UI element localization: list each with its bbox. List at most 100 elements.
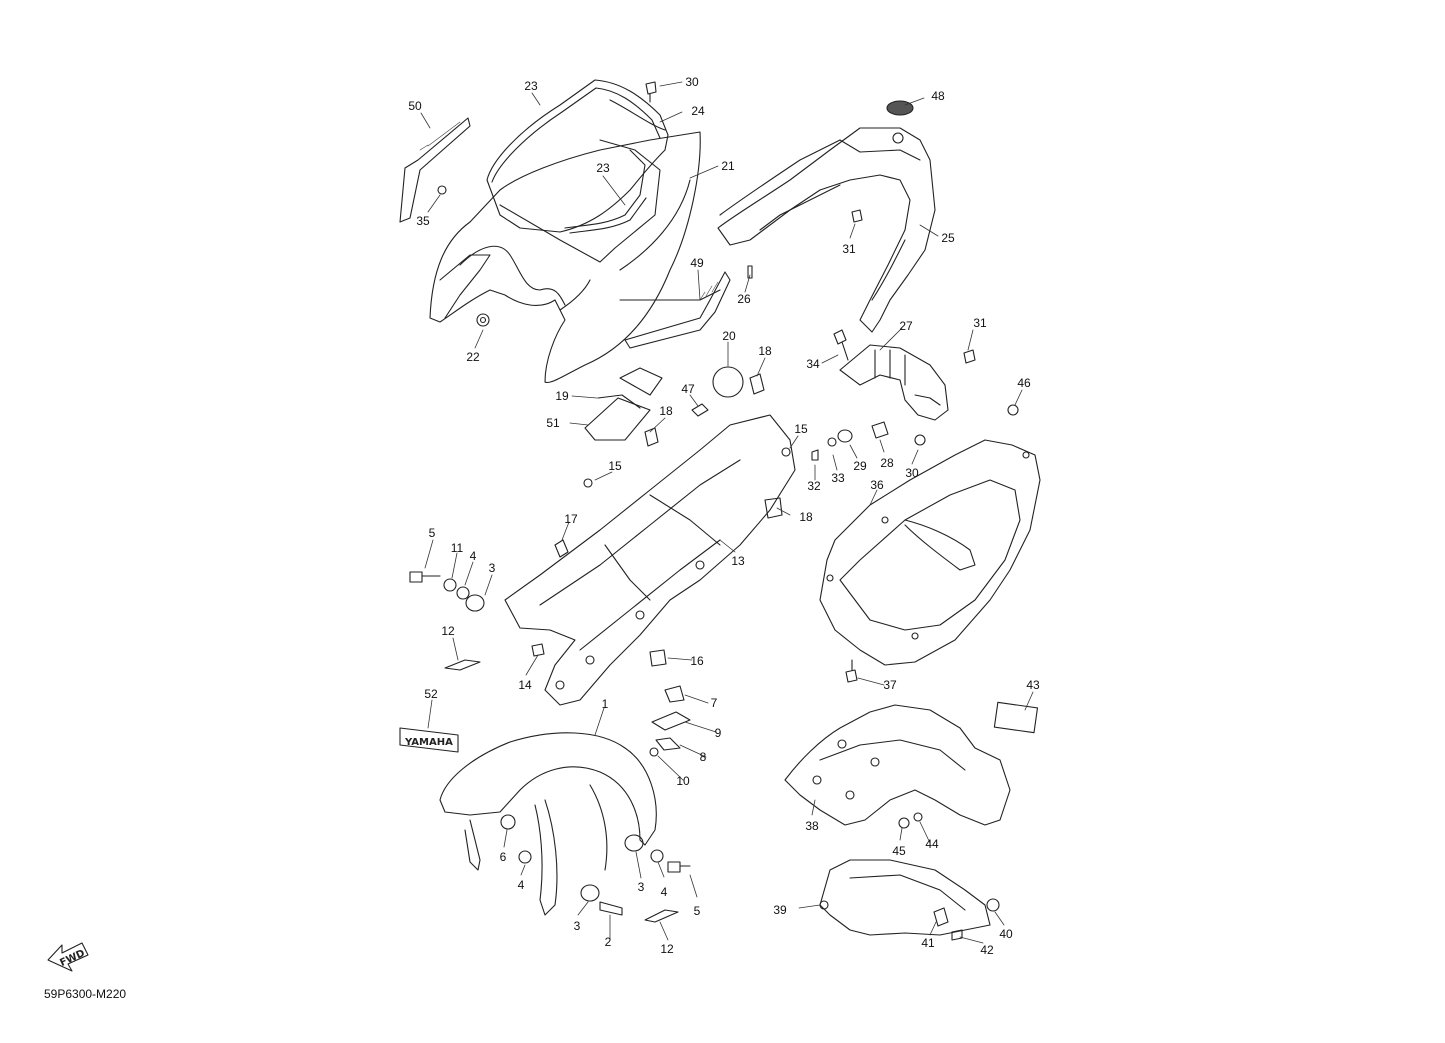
callout-50: 50 [408, 99, 422, 113]
bolt-35 [437, 185, 447, 195]
decal-49 [624, 271, 731, 349]
washer-11 [443, 578, 457, 592]
nut-16 [649, 649, 667, 667]
clip-18-right [764, 497, 783, 519]
clip-18-upper [749, 373, 765, 395]
callout-52: 52 [424, 687, 438, 701]
collar-4-right [650, 849, 664, 863]
callout-22: 22 [466, 350, 480, 364]
callout-39: 39 [773, 903, 787, 917]
leader-lines [420, 81, 1034, 944]
decal-12-top [444, 659, 481, 671]
callout-10: 10 [676, 774, 690, 788]
callout-23: 23 [524, 79, 538, 93]
callout-8: 8 [699, 750, 707, 764]
callout-45: 45 [892, 844, 906, 858]
callout-15: 15 [794, 422, 808, 436]
decal-12-bottom [644, 909, 679, 923]
callout-5: 5 [693, 904, 701, 918]
callout-6: 6 [499, 850, 507, 864]
callout-35: 35 [416, 214, 430, 228]
bolt-30-mid [914, 434, 926, 446]
callout-29: 29 [853, 459, 867, 473]
callout-20: 20 [722, 329, 736, 343]
bolt-15-right [781, 447, 791, 457]
mud-flap-39 [819, 859, 991, 936]
clip-7 [664, 685, 685, 703]
callout-12: 12 [441, 624, 455, 638]
callout-5: 5 [428, 526, 436, 540]
nut-31-top [851, 209, 863, 223]
side-cover-21 [429, 131, 721, 384]
callout-31: 31 [842, 242, 856, 256]
callout-18: 18 [758, 344, 772, 358]
callout-48: 48 [931, 89, 945, 103]
callout-49: 49 [690, 256, 704, 270]
callout-17: 17 [564, 512, 578, 526]
callout-4: 4 [469, 549, 477, 563]
rear-fender-cover-36 [819, 439, 1041, 666]
callout-24: 24 [691, 104, 705, 118]
bolt-30-top [645, 81, 657, 103]
nut-31-right [963, 349, 976, 364]
bolt-37 [845, 659, 858, 683]
washer-22-hole [479, 316, 487, 324]
clip-47 [691, 403, 709, 417]
callout-2: 2 [604, 935, 612, 949]
grommet-3-right [624, 834, 644, 852]
damper-29 [837, 429, 853, 443]
callout-13: 13 [731, 554, 745, 568]
clip-28 [871, 421, 889, 439]
callout-3: 3 [488, 561, 496, 575]
screw-26 [747, 265, 753, 279]
wire-band-24 [459, 99, 666, 306]
clip-17 [554, 539, 569, 558]
bolt-14 [531, 643, 545, 657]
callout-4: 4 [517, 878, 525, 892]
bracket-27 [839, 344, 949, 421]
callout-16: 16 [690, 654, 704, 668]
callout-34: 34 [806, 357, 820, 371]
washer-33 [827, 437, 837, 447]
band-20 [712, 366, 744, 398]
callout-11: 11 [450, 541, 464, 555]
svg-text:YAMAHA: YAMAHA [404, 737, 453, 748]
callout-30: 30 [685, 75, 699, 89]
rear-frame-13 [504, 414, 796, 706]
screw-32 [811, 449, 819, 461]
plate-9 [651, 711, 691, 731]
callout-18: 18 [659, 404, 673, 418]
callout-12: 12 [660, 942, 674, 956]
reflector-43 [993, 701, 1039, 734]
callout-18: 18 [799, 510, 813, 524]
rear-cover-25 [717, 127, 936, 333]
screw-42 [951, 929, 963, 941]
callout-31: 31 [973, 316, 987, 330]
callout-44: 44 [925, 837, 939, 851]
bolt-15-left [583, 478, 593, 488]
bolt-5-top [409, 571, 441, 583]
clip-41 [933, 907, 949, 927]
callout-1: 1 [601, 697, 609, 711]
callout-4: 4 [660, 885, 668, 899]
bolt-46 [1007, 404, 1019, 416]
callout-32: 32 [807, 479, 821, 493]
callout-46: 46 [1017, 376, 1031, 390]
collar-4-left [518, 850, 532, 864]
callout-27: 27 [899, 319, 913, 333]
callout-37: 37 [883, 678, 897, 692]
callout-25: 25 [941, 231, 955, 245]
callout-36: 36 [870, 478, 884, 492]
washer-44 [913, 812, 923, 822]
grommet-3-bottom [580, 884, 600, 902]
collar-6 [500, 814, 516, 830]
callout-9: 9 [714, 726, 722, 740]
callout-42: 42 [980, 943, 994, 957]
callout-21: 21 [721, 159, 735, 173]
bolt-5-bottom [667, 861, 691, 873]
callout-3: 3 [573, 919, 581, 933]
tray-51 [584, 367, 663, 441]
callout-15: 15 [608, 459, 622, 473]
bolt-40 [986, 898, 1000, 912]
